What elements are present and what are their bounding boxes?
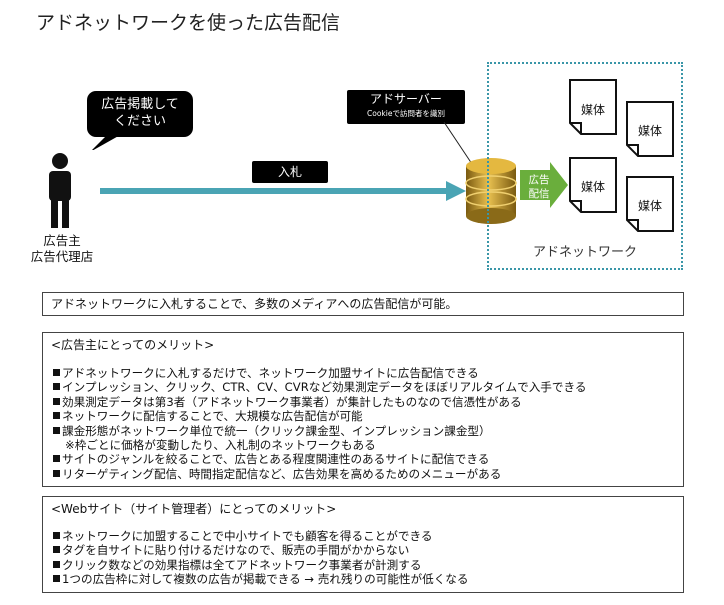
page-title: アドネットワークを使った広告配信	[36, 12, 341, 34]
person-icon	[49, 153, 71, 228]
list-item-text: 効果測定データは第3者（アドネットワーク事業者）が集計したものなので信憑性がある	[62, 394, 522, 409]
list-item: クリック数などの効果指標は全てアドネットワーク事業者が計測する	[53, 558, 468, 572]
list-item-text: 1つの広告枠に対して複数の広告が掲載できる → 売れ残りの可能性が低くなる	[62, 572, 469, 587]
list-item: リターゲティング配信、時間指定配信など、広告効果を高めるためのメニューがある	[53, 467, 586, 481]
advertiser-label-line-1: 広告主	[43, 233, 81, 248]
database-icon	[465, 158, 517, 224]
ad-network-box	[487, 62, 683, 270]
delivery-arrow	[520, 162, 568, 208]
list-item: インプレッション、クリック、CTR、CV、CVRなど効果測定データをほぼリアルタ…	[53, 380, 586, 394]
bullet-icon	[53, 455, 60, 463]
delivery-label-line-1: 広告	[528, 174, 550, 186]
ad-server-title: アドサーバー	[370, 92, 442, 106]
list-note: ※枠ごとに価格が変動したり、入札制のネットワークもある	[65, 438, 376, 453]
website-merits-box: <Webサイト（サイト管理者）にとってのメリット> ネットワークに加盟することで…	[42, 496, 684, 593]
advertiser-label-line-2: 広告代理店	[30, 249, 94, 264]
list-item-text: ネットワークに加盟することで中小サイトでも顧客を得ることができる	[62, 529, 433, 543]
media-label: 媒体	[637, 199, 662, 213]
list-item: ネットワークに加盟することで中小サイトでも顧客を得ることができる	[53, 529, 468, 543]
list-item: サイトのジャンルを絞ることで、広告とある程度関連性のあるサイトに配信できる	[53, 452, 586, 466]
delivery-label: 広告 配信	[523, 173, 555, 201]
bid-label: 入札	[252, 161, 328, 183]
bid-arrow	[100, 181, 466, 201]
delivery-label-line-2: 配信	[528, 188, 550, 200]
list-item: タグを自サイトに貼り付けるだけなので、販売の手間がかからない	[53, 543, 468, 557]
bullet-icon	[53, 560, 60, 568]
bullet-icon	[53, 369, 60, 376]
list-item-text: サイトのジャンルを絞ることで、広告とある程度関連性のあるサイトに配信できる	[62, 452, 490, 467]
media-label: 媒体	[580, 103, 605, 117]
ad-server-label: アドサーバー Cookieで訪問者を識別	[347, 90, 465, 124]
speech-line-1: 広告掲載して	[101, 97, 179, 112]
list-item: ネットワークに配信することで、大規模な広告配信が可能	[53, 409, 586, 423]
website-merits-title: <Webサイト（サイト管理者）にとってのメリット>	[51, 502, 337, 516]
list-item: 課金形態がネットワーク単位で統一（クリック課金型、インプレッション課金型）	[53, 424, 586, 438]
media-document-icon	[626, 176, 674, 232]
advertiser-label: 広告主 広告代理店	[20, 233, 104, 265]
list-item-text: タグを自サイトに貼り付けるだけなので、販売の手間がかからない	[62, 543, 410, 558]
bullet-icon	[53, 575, 60, 583]
summary-box: アドネットワークに入札することで、多数のメディアへの広告配信が可能。	[42, 292, 684, 316]
list-item-text: リターゲティング配信、時間指定配信など、広告効果を高めるためのメニューがある	[62, 466, 502, 481]
media-document-icon	[569, 79, 617, 135]
media-label: 媒体	[637, 124, 662, 138]
list-item-text: アドネットワークに入札するだけで、ネットワーク加盟サイトに広告配信できる	[62, 366, 479, 380]
bullet-icon	[53, 397, 60, 405]
media-label: 媒体	[580, 180, 605, 194]
list-item-text: クリック数などの効果指標は全てアドネットワーク事業者が計測する	[62, 557, 422, 572]
bullet-icon	[53, 469, 60, 477]
advertiser-merits-list: アドネットワークに入札するだけで、ネットワーク加盟サイトに広告配信できる インプ…	[53, 366, 586, 481]
list-item: アドネットワークに入札するだけで、ネットワーク加盟サイトに広告配信できる	[53, 366, 586, 380]
list-item-text: インプレッション、クリック、CTR、CV、CVRなど効果測定データをほぼリアルタ…	[62, 380, 587, 395]
speech-bubble	[87, 91, 193, 150]
list-item-text: ネットワークに配信することで、大規模な広告配信が可能	[62, 409, 363, 424]
speech-line-2: ください	[113, 114, 166, 129]
media-document-icon	[626, 101, 674, 157]
bullet-icon	[53, 383, 60, 391]
media-document-icon	[569, 157, 617, 213]
advertiser-merits-box: <広告主にとってのメリット> アドネットワークに入札するだけで、ネットワーク加盟…	[42, 332, 684, 487]
website-merits-list: ネットワークに加盟することで中小サイトでも顧客を得ることができる タグを自サイト…	[53, 529, 468, 587]
advertiser-merits-title: <広告主にとってのメリット>	[51, 338, 215, 352]
bullet-icon	[53, 426, 60, 434]
ad-server-pointer-line	[443, 121, 473, 165]
list-item-text: 課金形態がネットワーク単位で統一（クリック課金型、インプレッション課金型）	[62, 423, 491, 438]
list-item: 1つの広告枠に対して複数の広告が掲載できる → 売れ残りの可能性が低くなる	[53, 572, 468, 586]
ad-server-subtitle: Cookieで訪問者を識別	[367, 109, 445, 118]
speech-text: 広告掲載して ください	[86, 96, 194, 130]
bullet-icon	[53, 412, 60, 420]
bullet-icon	[53, 532, 60, 539]
list-item: 効果測定データは第3者（アドネットワーク事業者）が集計したものなので信憑性がある	[53, 395, 586, 409]
ad-network-label: アドネットワーク	[532, 245, 637, 260]
bullet-icon	[53, 546, 60, 554]
